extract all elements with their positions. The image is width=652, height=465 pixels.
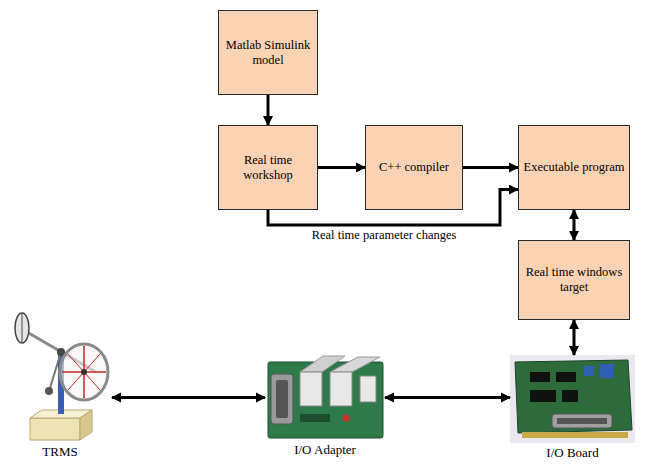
adapter-header <box>330 372 352 406</box>
board-background <box>510 355 635 443</box>
board-pcb <box>515 360 632 433</box>
board-chip <box>562 390 578 402</box>
board-connector <box>552 414 612 428</box>
trms-rotor-hub <box>81 369 87 375</box>
adapter-red-dot <box>343 415 350 422</box>
board-illustration <box>510 355 635 443</box>
adapter-dsub <box>271 374 293 424</box>
trms-tail-rotor <box>15 313 29 343</box>
adapter-header <box>300 372 322 406</box>
trms-base-side <box>80 410 92 440</box>
trms-tail-rotor-axis <box>22 314 23 342</box>
trms-rotor-spoke <box>68 354 100 390</box>
picture-node: TRMS <box>8 308 112 442</box>
board-chip <box>556 372 576 382</box>
adapter-dsub-inner <box>276 380 288 418</box>
adapter-ribbon-cable <box>330 357 380 372</box>
process-box: Matlab Simulink model <box>218 10 318 95</box>
adapter-trace <box>300 414 330 422</box>
process-box: Real time windows target <box>518 240 630 320</box>
edge-label: Real time parameter changes <box>310 228 459 243</box>
connector-arrow <box>112 396 265 399</box>
box-text: Matlab Simulink model <box>223 38 313 68</box>
board-component <box>584 366 594 376</box>
board-component <box>600 364 614 378</box>
box-text: Real time workshop <box>223 153 313 183</box>
connector-arrow <box>318 166 365 169</box>
trms-base <box>30 418 80 440</box>
adapter-header <box>360 376 376 402</box>
trms-main-rotor <box>60 344 108 400</box>
trms-illustration <box>15 313 108 440</box>
process-box: Executable program <box>518 125 630 210</box>
board-chip <box>530 372 550 382</box>
process-box: Real time workshop <box>218 125 318 210</box>
box-text: Real time windows target <box>523 265 625 295</box>
connector-arrow <box>573 320 576 355</box>
process-box: C++ compiler <box>365 125 463 210</box>
connector-arrow <box>385 396 510 399</box>
picture-label: I/O Board <box>546 445 598 461</box>
adapter-illustration <box>268 356 383 438</box>
picture-label: I/O Adapter <box>294 442 356 458</box>
adapter-pcb <box>268 362 383 438</box>
connector-arrow <box>573 210 576 240</box>
picture-node: I/O Board <box>510 355 635 443</box>
picture-node: I/O Adapter <box>265 355 385 440</box>
picture-label: TRMS <box>42 444 77 460</box>
board-chip <box>530 390 556 402</box>
box-text: C++ compiler <box>379 160 449 175</box>
connector-arrow <box>463 166 518 169</box>
trms-rotor-spoke <box>68 354 100 390</box>
board-edge-connector <box>522 432 628 438</box>
board-connector-pins <box>557 418 607 424</box>
trms-counterweight <box>45 387 53 395</box>
connector-arrow <box>267 95 270 125</box>
box-text: Executable program <box>524 160 625 175</box>
